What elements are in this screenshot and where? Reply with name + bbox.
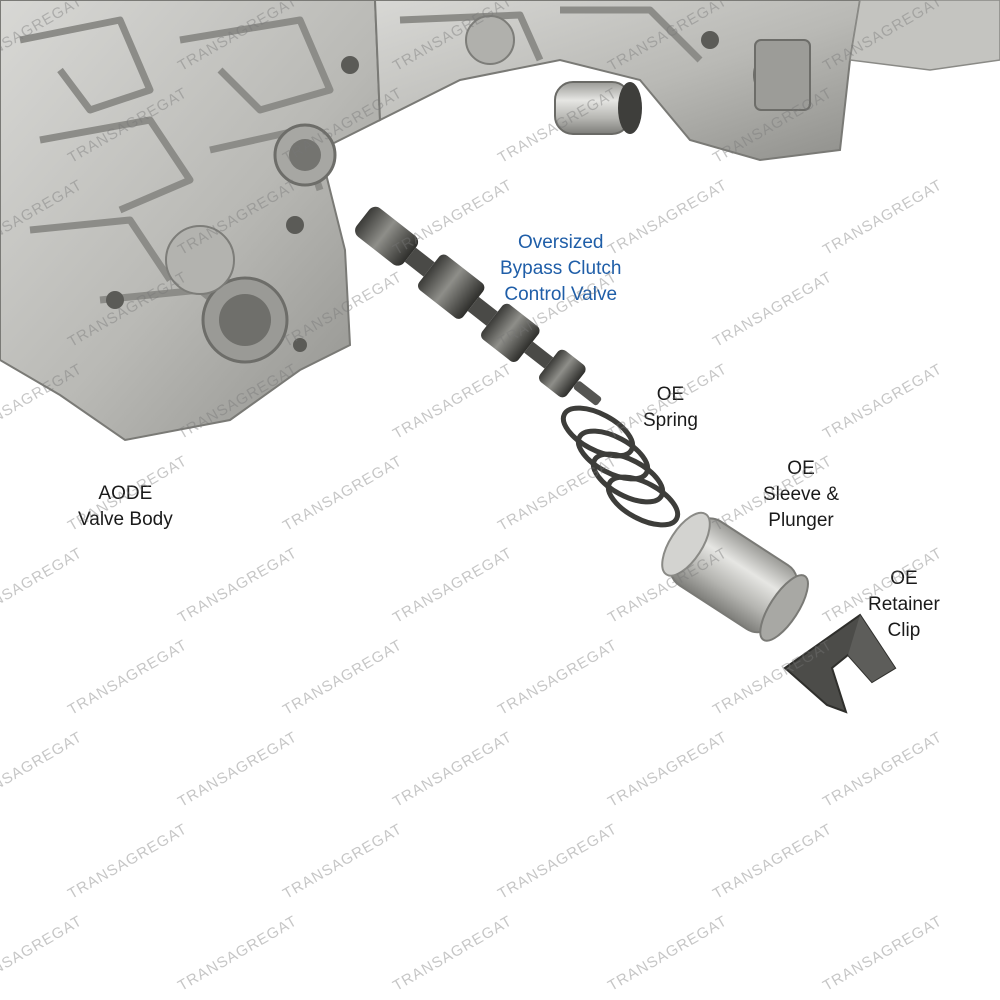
valve-body-image [0,0,1000,442]
label-valve-body: AODE Valve Body [78,483,173,530]
label-bypass-clutch-control-valve: Oversized Bypass Clutch Control Valve [500,232,622,305]
retainer-clip-image [783,613,897,714]
label-spring: OE Spring [643,384,698,431]
spring-image [560,405,681,528]
label-sleeve-plunger: OE Sleeve & Plunger [763,458,840,531]
sleeve-plunger-image [661,511,809,642]
bypass-clutch-control-valve-image [355,206,602,406]
label-retainer-clip: OE Retainer Clip [868,568,940,641]
